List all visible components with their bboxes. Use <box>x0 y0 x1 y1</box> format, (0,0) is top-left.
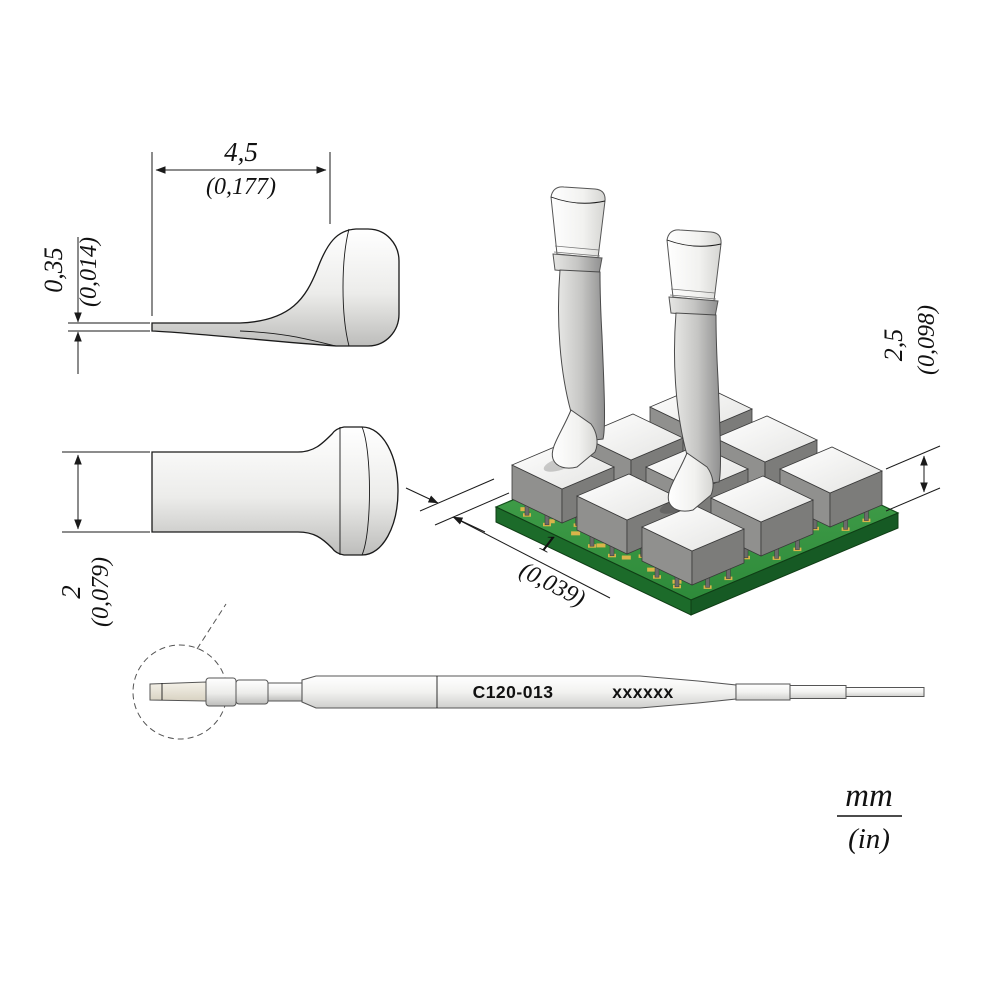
tip-side-shank-line <box>342 228 350 347</box>
unit-in-label: (in) <box>848 823 890 855</box>
chip-top-face <box>580 413 684 461</box>
solder-pad <box>596 543 606 548</box>
cartridge-shaft2 <box>789 685 847 699</box>
cartridge-collar2 <box>235 679 269 705</box>
top-view <box>151 426 399 556</box>
chip <box>576 473 680 558</box>
soldering-tips <box>543 186 722 514</box>
pcb-3d-view: 2,5 (0,098) 1 (0,039) <box>405 186 941 616</box>
tip-foot <box>551 409 598 469</box>
serial-label: xxxxxx <box>612 682 673 702</box>
solder-pad <box>571 531 581 536</box>
dim-thickness-mm-label: 0,35 <box>39 247 68 293</box>
dim-pitch-in-label: (0,039) <box>515 557 589 612</box>
tip-top-outline <box>151 426 399 556</box>
chip-top-face <box>576 473 680 521</box>
soldering-tip-left <box>550 186 606 469</box>
chip <box>779 446 883 531</box>
tip-side-inner-curve <box>239 330 337 347</box>
dim-height-mm-label: 2,5 <box>879 329 908 362</box>
cartridge-shaft <box>735 683 791 701</box>
cartridge-rod <box>845 687 925 697</box>
model-label: C120-013 <box>473 682 554 702</box>
solder-pad <box>621 555 631 560</box>
dim-length-mm-label: 4,5 <box>224 137 258 167</box>
tip-shaft <box>673 312 722 485</box>
chip-top-face <box>779 446 883 494</box>
cartridge-collar <box>205 677 237 707</box>
dim-length: 4,5 (0,177) <box>151 137 331 316</box>
tip-shaft <box>557 269 606 442</box>
dim-length-in-label: (0,177) <box>206 174 276 200</box>
pcb-right-edge <box>690 512 899 616</box>
dim-width-mm-label: 2 <box>56 585 86 599</box>
solder-pad <box>647 567 657 572</box>
dim-height: 2,5 (0,098) <box>879 305 941 512</box>
dim-thickness-in-label: (0,014) <box>76 237 102 307</box>
unit-mm-label: mm <box>845 778 893 814</box>
dim-thickness: 0,35 (0,014) <box>39 237 150 374</box>
tip-top-cap-line <box>361 426 370 556</box>
dim-width-in-label: (0,079) <box>88 557 114 627</box>
chip-top-face <box>710 475 814 523</box>
dim-width: 2 (0,079) <box>56 451 150 627</box>
cartridge-view: C120-013 xxxxxx <box>132 603 925 740</box>
unit-legend: mm (in) <box>837 778 902 855</box>
dim-height-in-label: (0,098) <box>914 305 940 375</box>
detail-leader-dashed <box>196 603 227 650</box>
side-view <box>151 228 400 347</box>
cartridge-neck <box>267 682 303 702</box>
soldering-tip-right <box>666 229 722 512</box>
solder-pad <box>545 519 555 524</box>
tip-side-outline <box>151 228 400 347</box>
cartridge-blade <box>149 681 207 702</box>
tip-foot <box>667 452 714 512</box>
chip-top-face <box>714 415 818 463</box>
tip-ceramic <box>666 229 722 302</box>
tip-ceramic <box>550 186 606 259</box>
